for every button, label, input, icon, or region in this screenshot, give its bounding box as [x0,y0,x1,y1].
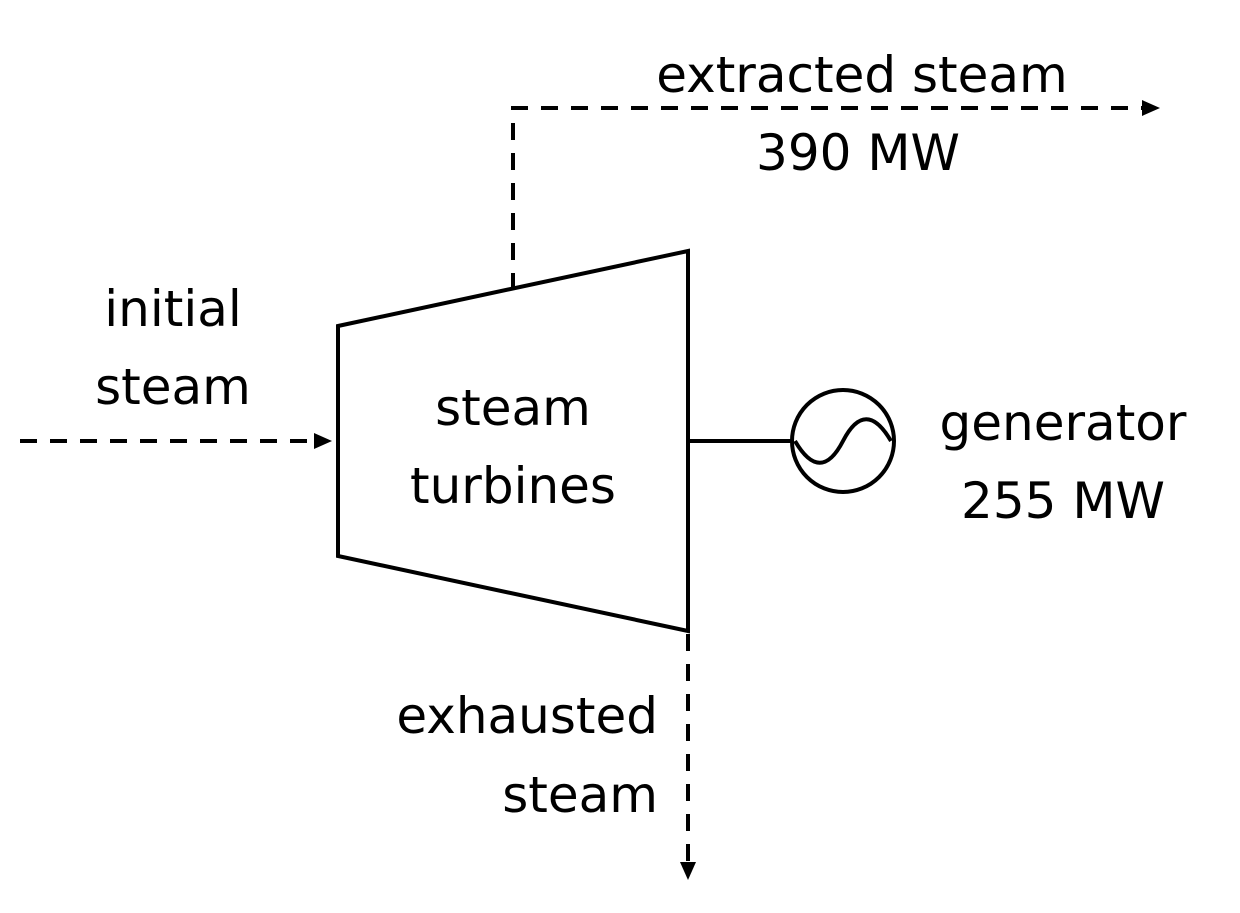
extracted-steam-flow [511,100,1160,290]
steam-turbine-body [336,248,690,634]
initial-steam-flow [20,433,332,449]
exhausted-steam-flow [680,634,696,880]
generator-sine-wave [793,417,893,465]
turbine-label-line2: turbines [410,457,616,515]
initial-steam-arrowhead [314,433,332,449]
exhausted-steam-label-line2: steam [502,766,658,824]
extracted-steam-arrowhead [1142,100,1160,116]
exhausted-steam-label-line1: exhausted [396,687,658,745]
extracted-steam-label: extracted steam [656,46,1068,104]
ac-sine-wave-icon [790,388,896,494]
extracted-steam-line [511,106,1144,290]
initial-steam-label-line2: steam [95,358,251,416]
generator-power-label: 255 MW [961,472,1165,530]
initial-steam-label-line1: initial [104,280,242,338]
generator-circle [790,388,896,494]
turbine-label-line1: steam [435,379,591,437]
exhausted-steam-arrowhead [680,862,696,880]
extracted-steam-power-label: 390 MW [756,124,960,182]
generator-label: generator [940,394,1187,452]
